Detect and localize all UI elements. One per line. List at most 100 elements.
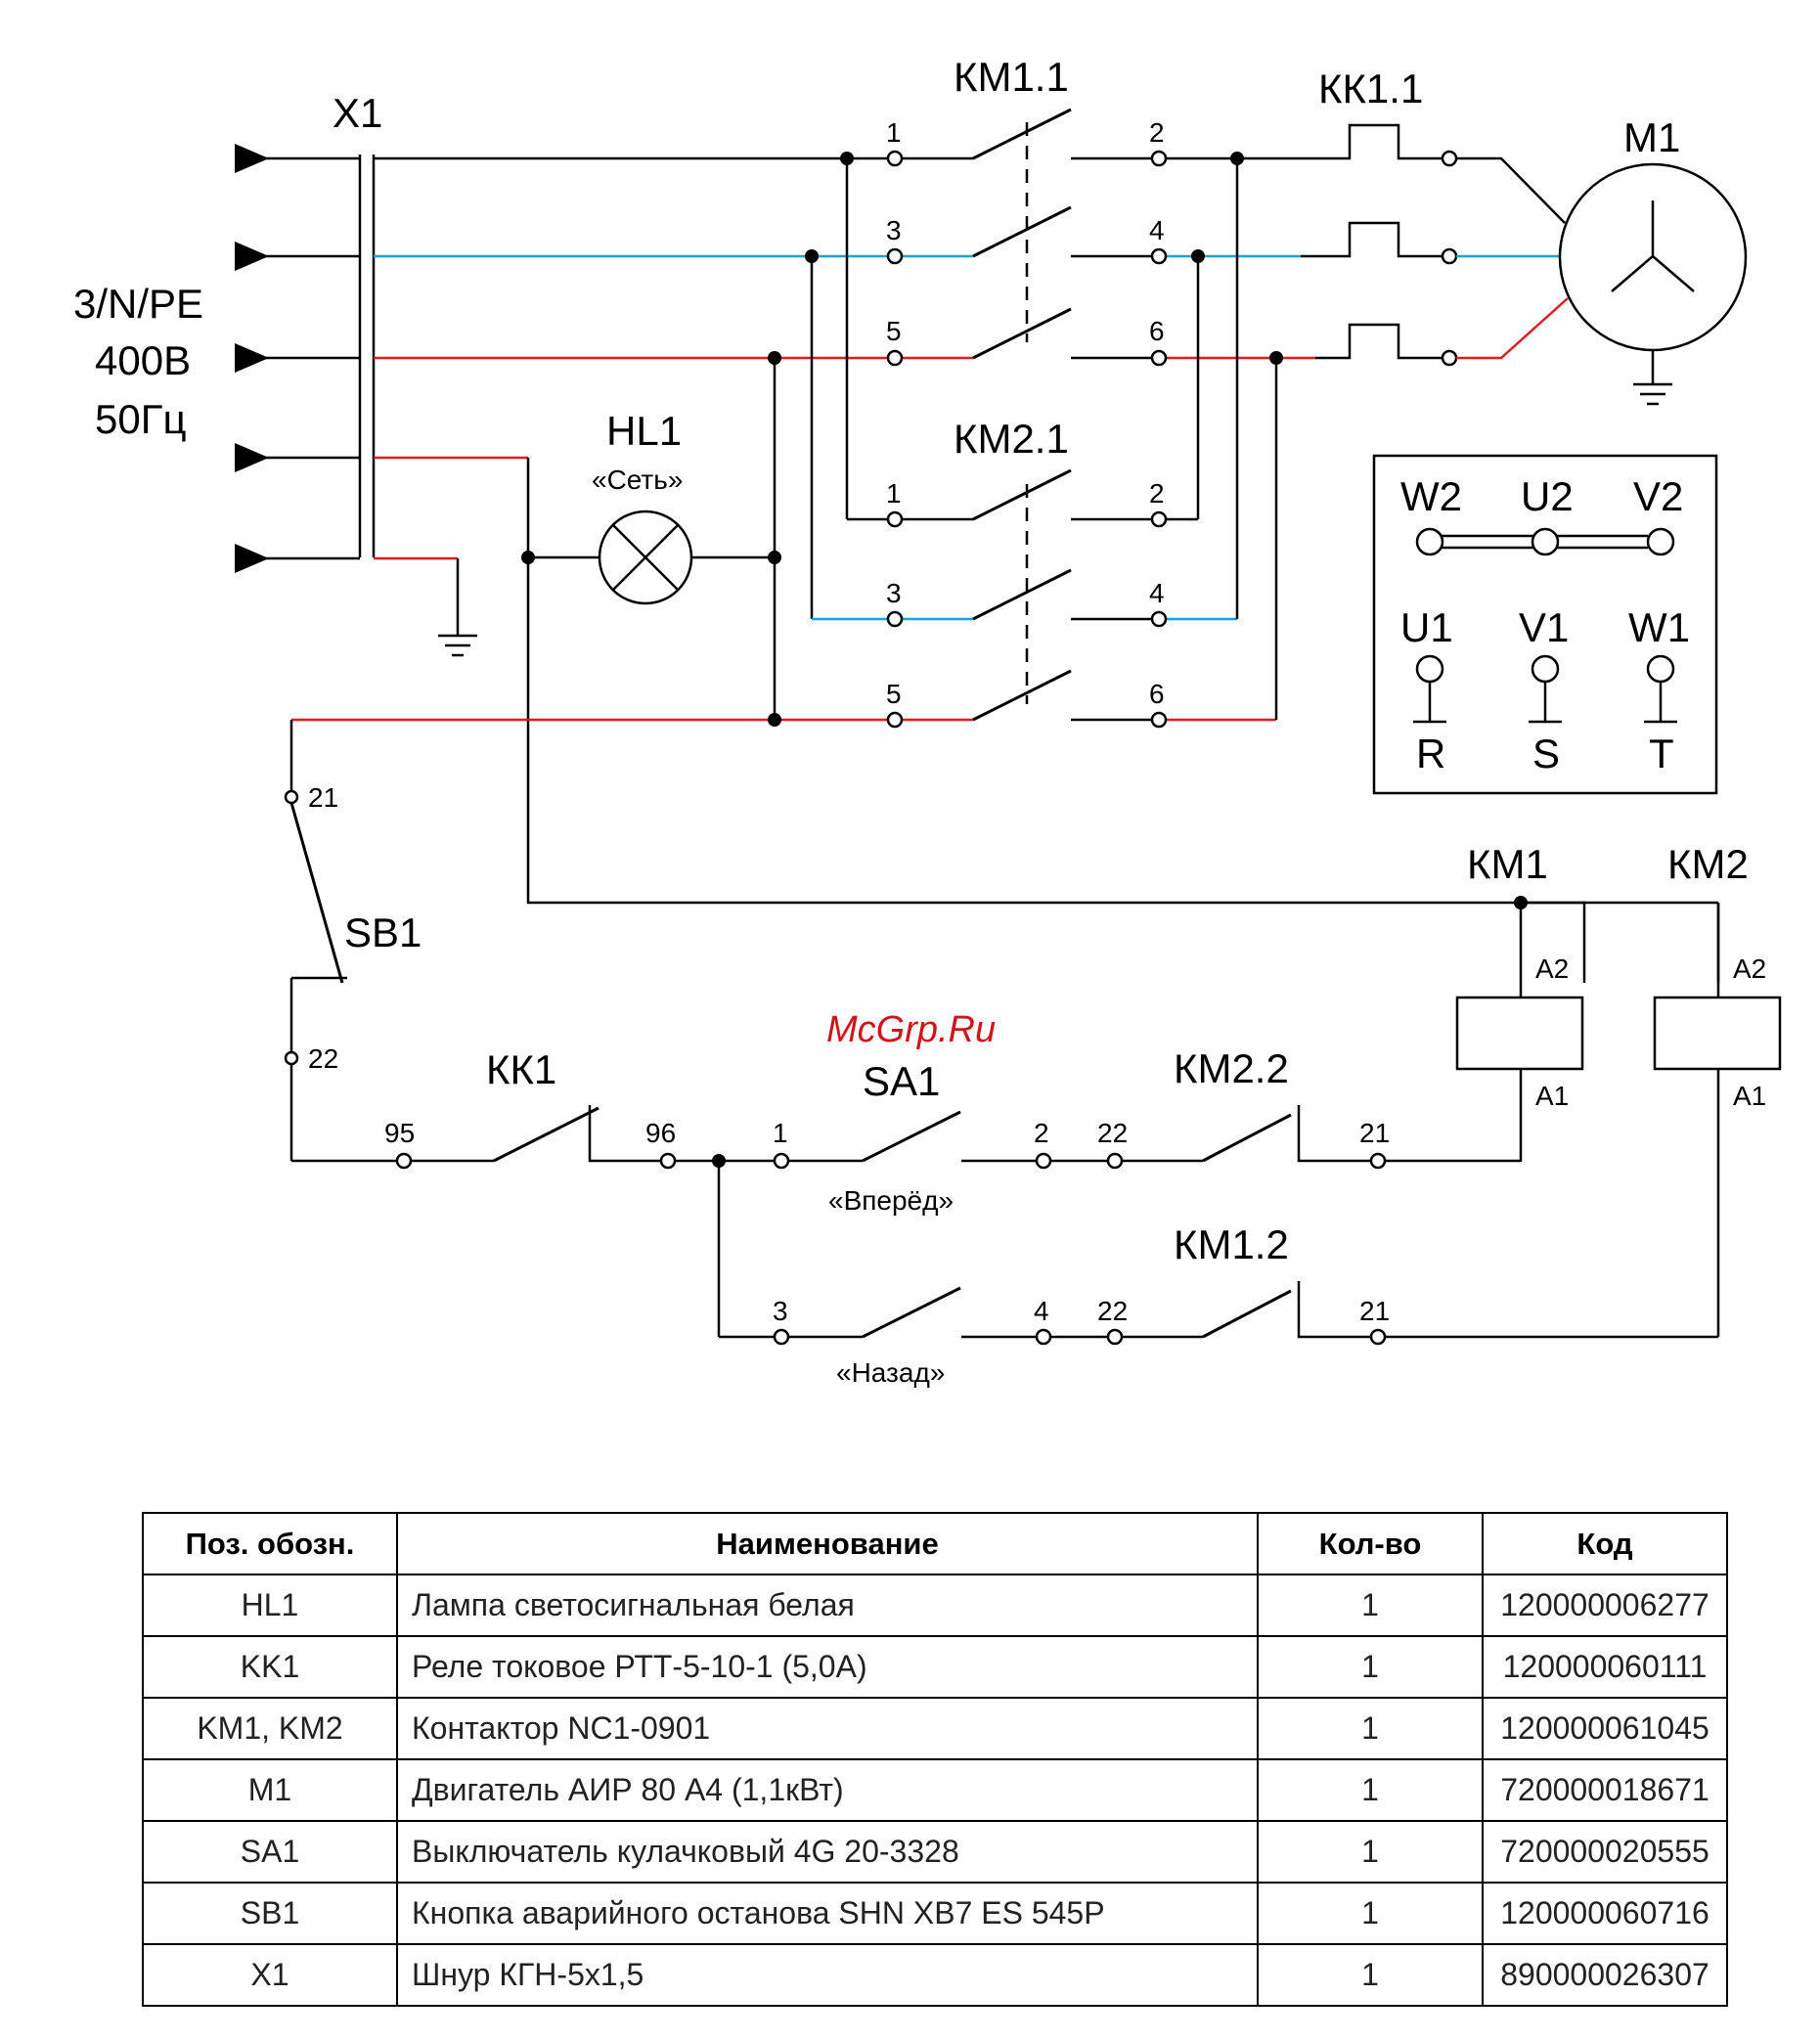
cell-code: 720000018671 (1482, 1758, 1728, 1822)
table-row: SB1 Кнопка аварийного останова SHN XB7 E… (142, 1882, 1728, 1945)
km1-a1: A1 (1535, 1081, 1569, 1111)
km2-pin-5: 5 (886, 679, 902, 709)
km1-aux-pin-22: 22 (1097, 1296, 1128, 1326)
terminal-v1: V1 (1519, 604, 1569, 650)
cell-position: SB1 (142, 1882, 398, 1945)
km1-pin-2: 2 (1149, 117, 1165, 148)
km1-aux-label: КМ1.2 (1174, 1221, 1289, 1267)
supply-spec: 3/N/PE 400В 50Гц (73, 281, 203, 442)
wiring-diagram: X1 3/N/PE 400В 50Гц (73, 54, 1782, 1388)
km1-aux-pin-21: 21 (1359, 1296, 1390, 1326)
cell-quantity: 1 (1257, 1943, 1484, 2007)
reverse-control-row: 3 4 «Назад» КМ1.2 22 21 (717, 1161, 1718, 1388)
km1-coil-label: КМ1 (1467, 841, 1548, 887)
terminal-u2: U2 (1521, 473, 1574, 519)
km2-pin-6: 6 (1149, 679, 1165, 709)
terminal-t: T (1649, 731, 1674, 776)
km2-pin-2: 2 (1149, 478, 1165, 509)
cell-position: KM1, KM2 (142, 1697, 398, 1760)
terminal-w2: W2 (1400, 473, 1462, 519)
cell-code: 720000020555 (1482, 1820, 1728, 1884)
sa1-label: SA1 (863, 1058, 940, 1104)
kk1-pin-95: 95 (384, 1118, 415, 1148)
cell-name: Двигатель АИР 80 А4 (1,1кВт) (396, 1758, 1259, 1822)
lamp-hl1: HL1 «Сеть» (521, 408, 781, 605)
km2-aux-label: КМ2.2 (1174, 1045, 1289, 1091)
km2-main-label: КМ2.1 (954, 416, 1069, 462)
cell-name: Реле токовое РТТ-5-10-1 (5,0А) (396, 1635, 1259, 1699)
motor-ground-icon (1633, 382, 1672, 406)
terminal-u1: U1 (1400, 604, 1453, 650)
km2-a1: A1 (1733, 1081, 1766, 1111)
table-row: HL1 Лампа светосигнальная белая 1 120000… (142, 1574, 1728, 1637)
km1-main-contacts: КМ1.1 1 2 3 4 5 6 (886, 54, 1315, 367)
table-row: KK1 Реле токовое РТТ-5-10-1 (5,0А) 1 120… (142, 1635, 1728, 1699)
lamp-label: HL1 (606, 408, 682, 454)
header-position: Поз. обозн. (142, 1512, 398, 1575)
sa1-reverse-caption: «Назад» (836, 1357, 945, 1388)
lamp-caption: «Сеть» (592, 465, 683, 495)
sa1-pin-2: 2 (1034, 1118, 1049, 1148)
km1-pin-5: 5 (886, 316, 902, 346)
km1-a2: A2 (1535, 953, 1569, 984)
cell-code: 890000026307 (1482, 1943, 1728, 2007)
motor-m1: М1 (1456, 114, 1748, 406)
cell-quantity: 1 (1257, 1758, 1484, 1822)
km2-pin-1: 1 (886, 478, 902, 509)
km2-aux-pin-21: 21 (1359, 1118, 1390, 1148)
cell-name: Шнур КГН-5х1,5 (396, 1943, 1259, 2007)
sb1-pin-21: 21 (308, 782, 338, 813)
table-row: X1 Шнур КГН-5х1,5 1 890000026307 (142, 1943, 1728, 2007)
kk1-pin-96: 96 (645, 1118, 676, 1148)
cell-position: SA1 (142, 1820, 398, 1884)
sa1-pin-4: 4 (1034, 1296, 1049, 1326)
cell-code: 120000060111 (1482, 1635, 1728, 1699)
cell-code: 120000061045 (1482, 1697, 1728, 1760)
cell-name: Контактор NC1-0901 (396, 1697, 1259, 1760)
km2-coil-label: КМ2 (1667, 841, 1749, 887)
estop-sb1: 21 22 SB1 (284, 782, 422, 1161)
cell-name: Лампа светосигнальная белая (396, 1574, 1259, 1637)
coil-km1: КМ1 A2 A1 (1455, 841, 1584, 1162)
sa1-pin-1: 1 (773, 1118, 788, 1148)
table-row: KM1, KM2 Контактор NC1-0901 1 1200000610… (142, 1697, 1728, 1760)
sb1-label: SB1 (344, 909, 422, 955)
km1-main-label: КМ1.1 (954, 54, 1069, 100)
header-code: Код (1482, 1512, 1728, 1575)
cell-quantity: 1 (1257, 1820, 1484, 1884)
km2-pin-3: 3 (886, 578, 902, 608)
kk1-1-label: КК1.1 (1318, 66, 1423, 111)
bill-of-materials-table: Поз. обозн. Наименование Кол-во Код HL1 … (142, 1512, 1728, 2007)
cell-position: HL1 (142, 1574, 398, 1637)
sb1-pin-22: 22 (308, 1043, 338, 1074)
supply-spec-line-1: 3/N/PE (73, 281, 203, 327)
table-row: SA1 Выключатель кулачковый 4G 20-3328 1 … (142, 1820, 1728, 1884)
terminal-v2: V2 (1633, 473, 1683, 519)
terminal-w1: W1 (1628, 604, 1690, 650)
cell-position: KK1 (142, 1635, 398, 1699)
km1-pin-4: 4 (1149, 215, 1165, 245)
km1-pin-1: 1 (886, 117, 902, 148)
watermark: McGrp.Ru (826, 1009, 996, 1050)
connector-x1: X1 (235, 90, 382, 573)
cell-quantity: 1 (1257, 1574, 1484, 1637)
km2-a2: A2 (1733, 953, 1766, 984)
forward-control-row: КК1 95 96 SA1 1 2 «Вперёд» КМ2.2 22 21 (291, 1045, 1521, 1216)
ground-icon (438, 611, 477, 657)
supply-arrows (235, 144, 360, 573)
cell-name: Кнопка аварийного останова SHN XB7 ES 54… (396, 1882, 1259, 1945)
km1-pin-3: 3 (886, 215, 902, 245)
header-quantity: Кол-во (1257, 1512, 1484, 1575)
x1-label: X1 (333, 90, 382, 136)
cell-quantity: 1 (1257, 1882, 1484, 1945)
sa1-forward-caption: «Вперёд» (828, 1185, 954, 1216)
km2-pin-4: 4 (1149, 578, 1165, 608)
km1-pin-6: 6 (1149, 316, 1165, 346)
supply-spec-line-2: 400В (95, 337, 191, 383)
cell-quantity: 1 (1257, 1635, 1484, 1699)
sa1-pin-3: 3 (773, 1296, 788, 1326)
kk1-label: КК1 (486, 1046, 556, 1092)
km2-aux-pin-22: 22 (1097, 1118, 1128, 1148)
supply-spec-line-3: 50Гц (95, 396, 187, 442)
terminal-r: R (1416, 731, 1445, 776)
